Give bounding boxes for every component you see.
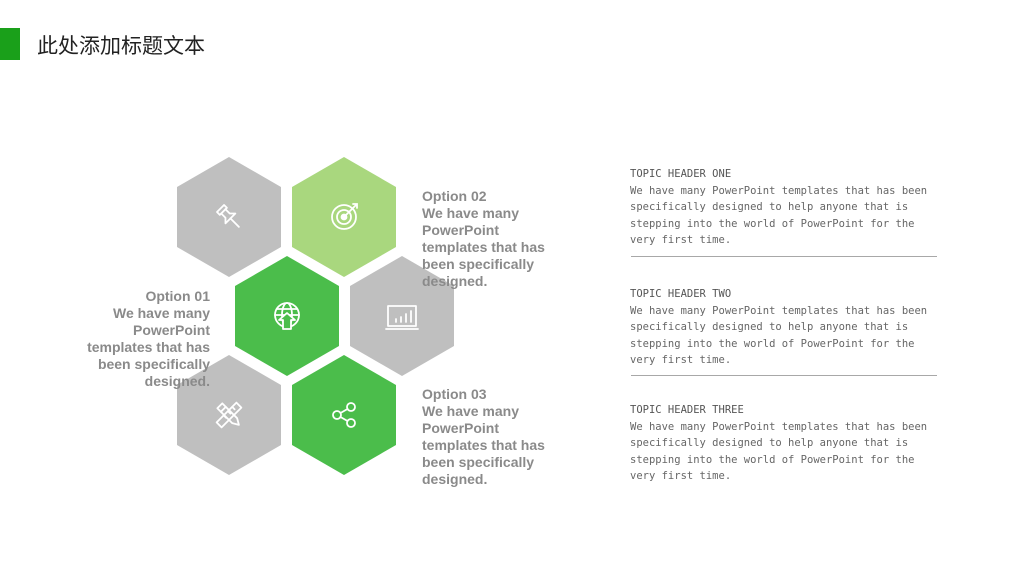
hex-pushpin[interactable] — [177, 157, 281, 277]
topic-divider — [631, 256, 937, 257]
option-01-title: Option 01 — [145, 288, 210, 304]
hex-target[interactable] — [292, 157, 396, 277]
option-02-title: Option 02 — [422, 188, 487, 204]
topic-two-text: We have many PowerPoint templates that h… — [630, 304, 928, 367]
option-03-text: We have many PowerPoint templates that h… — [422, 403, 545, 487]
topic-three: TOPIC HEADER THREE We have many PowerPoi… — [630, 402, 940, 485]
topic-one: TOPIC HEADER ONE We have many PowerPoint… — [630, 166, 940, 249]
hex-monitor-chart[interactable] — [350, 256, 454, 376]
topic-three-text: We have many PowerPoint templates that h… — [630, 420, 928, 483]
topic-divider — [631, 375, 937, 376]
pencil-ruler-icon — [215, 401, 243, 429]
option-03-title: Option 03 — [422, 386, 487, 402]
topic-one-text: We have many PowerPoint templates that h… — [630, 184, 928, 247]
option-03: Option 03 We have many PowerPoint templa… — [422, 386, 557, 488]
topic-one-heading: TOPIC HEADER ONE — [630, 168, 732, 180]
option-01-text: We have many PowerPoint templates that h… — [87, 305, 210, 389]
pushpin-icon — [216, 204, 240, 228]
hex-share[interactable] — [292, 355, 396, 475]
share-icon — [332, 402, 356, 428]
option-02-text: We have many PowerPoint templates that h… — [422, 205, 545, 289]
option-02: Option 02 We have many PowerPoint templa… — [422, 188, 557, 290]
target-icon — [331, 203, 358, 230]
hex-pencil-ruler[interactable] — [177, 355, 281, 475]
topic-two-heading: TOPIC HEADER TWO — [630, 288, 732, 300]
topic-two: TOPIC HEADER TWO We have many PowerPoint… — [630, 286, 940, 369]
hex-globe-upload[interactable] — [235, 256, 339, 376]
monitor-chart-icon — [385, 305, 419, 330]
globe-upload-icon — [274, 302, 300, 330]
title-accent-bar — [0, 28, 20, 60]
page-title: 此处添加标题文本 — [37, 34, 205, 58]
option-01: Option 01 We have many PowerPoint templa… — [80, 288, 210, 390]
topic-three-heading: TOPIC HEADER THREE — [630, 404, 744, 416]
